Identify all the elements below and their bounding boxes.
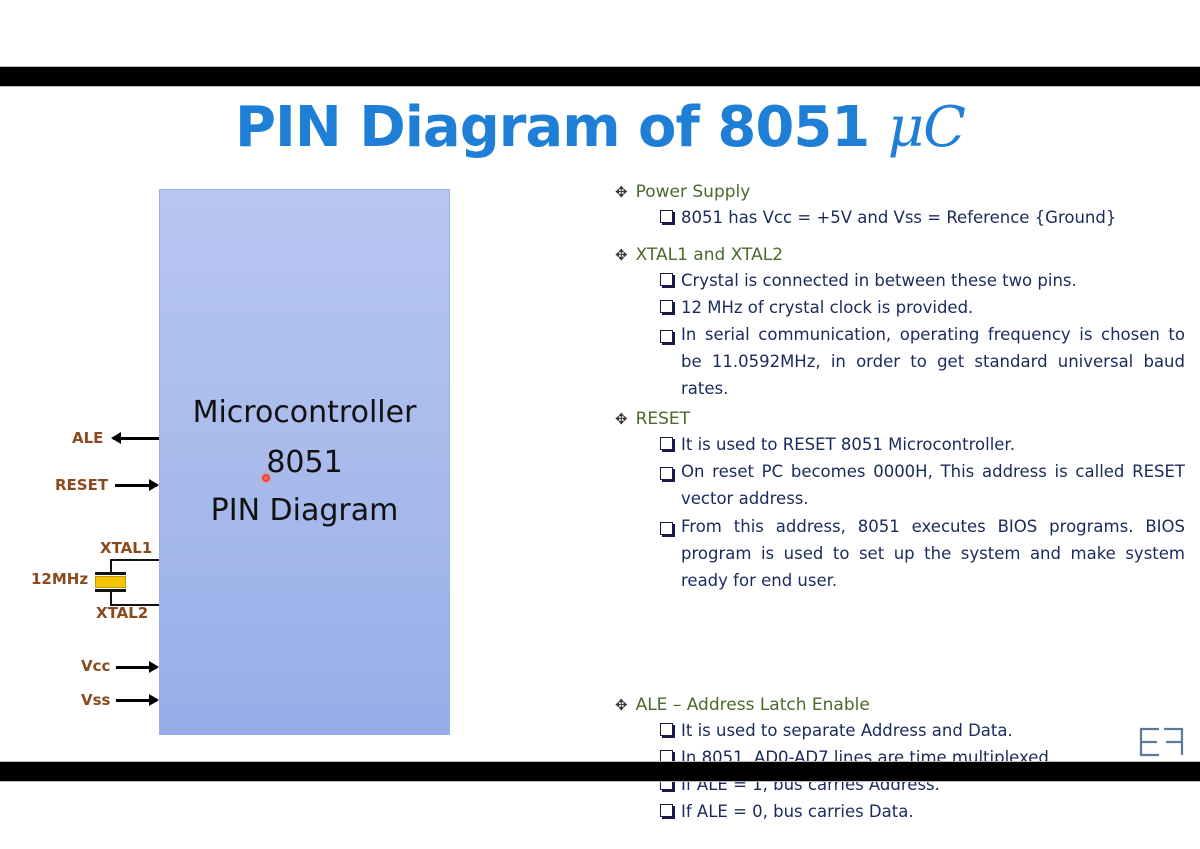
item-text: 12 MHz of crystal clock is provided. [681, 298, 974, 317]
crystal-plate-bottom [95, 589, 126, 592]
xtal2-wire [110, 604, 159, 606]
item-text: If ALE = 0, bus carries Data. [681, 802, 914, 821]
list-item: Crystal is connected in between these tw… [660, 267, 1185, 294]
list-item: It is used to RESET 8051 Microcontroller… [660, 431, 1185, 458]
microcontroller-block: Microcontroller 8051 PIN Diagram [159, 189, 450, 735]
item-text: Crystal is connected in between these tw… [681, 271, 1077, 290]
checkbox-square-icon [660, 330, 673, 343]
video-letterbox-bottom [0, 761, 1200, 782]
item-text: It is used to separate Address and Data. [681, 721, 1013, 740]
diamond-dots-icon: ✥ [615, 410, 628, 428]
checkbox-square-icon [660, 467, 673, 480]
checkbox-square-icon [660, 273, 673, 286]
crystal-plate-top [95, 572, 126, 575]
crystal-icon [95, 576, 126, 588]
heading-text: XTAL1 and XTAL2 [635, 245, 784, 265]
checkbox-square-icon [660, 723, 673, 736]
vcc-input-arrow-icon [116, 661, 159, 673]
list-item: From this address, 8051 executes BIOS pr… [660, 513, 1185, 594]
section-heading-ale: ✥ ALE – Address Latch Enable [615, 695, 870, 715]
checkbox-square-icon [660, 300, 673, 313]
heading-text: Power Supply [635, 182, 751, 202]
pin-label-ale: ALE [72, 429, 104, 447]
checkbox-square-icon [660, 804, 673, 817]
xtal2-wire-vertical [110, 591, 112, 605]
item-text: On reset PC becomes 0000H, This address … [681, 462, 1185, 508]
reset-input-arrow-icon [115, 479, 159, 491]
chip-label-line2: 8051 [266, 445, 343, 480]
pin-label-xtal2: XTAL2 [96, 604, 149, 622]
title-text: PIN Diagram of 8051 [235, 95, 888, 160]
xtal1-wire [110, 559, 159, 561]
list-item: In serial communication, operating frequ… [660, 321, 1185, 402]
section-heading-reset: ✥ RESET [615, 409, 690, 429]
diamond-dots-icon: ✥ [615, 246, 628, 264]
chip-label-line3: PIN Diagram [210, 493, 399, 528]
list-item: If ALE = 0, bus carries Data. [660, 798, 1185, 825]
list-item: It is used to separate Address and Data. [660, 717, 1185, 744]
list-item: On reset PC becomes 0000H, This address … [660, 458, 1185, 512]
item-text: 8051 has Vcc = +5V and Vss = Reference {… [681, 208, 1117, 227]
diamond-dots-icon: ✥ [615, 183, 628, 201]
slide: PIN Diagram of 8051 μC Microcontroller 8… [0, 87, 1200, 821]
checkbox-square-icon [660, 522, 673, 535]
xtal1-wire-vertical [110, 559, 112, 573]
pointer-cursor-icon [262, 474, 270, 482]
vss-input-arrow-icon [116, 694, 159, 706]
pin-label-reset: RESET [55, 476, 109, 494]
pin-label-vss: Vss [81, 691, 111, 709]
item-text: In serial communication, operating frequ… [681, 325, 1185, 398]
checkbox-square-icon [660, 210, 673, 223]
title-symbol: μC [887, 95, 966, 160]
crystal-frequency-label: 12MHz [31, 570, 89, 588]
checkbox-square-icon [660, 437, 673, 450]
diamond-dots-icon: ✥ [615, 696, 628, 714]
list-item: 8051 has Vcc = +5V and Vss = Reference {… [660, 204, 1185, 231]
item-text: It is used to RESET 8051 Microcontroller… [681, 435, 1015, 454]
ef-logo-icon [1139, 727, 1184, 757]
video-letterbox-top [0, 66, 1200, 87]
item-text: From this address, 8051 executes BIOS pr… [681, 517, 1185, 590]
slide-title: PIN Diagram of 8051 μC [0, 95, 1200, 160]
section-heading-xtal: ✥ XTAL1 and XTAL2 [615, 245, 783, 265]
ale-output-arrow-icon [111, 432, 159, 444]
heading-text: ALE – Address Latch Enable [635, 695, 870, 715]
chip-label-line1: Microcontroller [192, 395, 417, 430]
list-item: 12 MHz of crystal clock is provided. [660, 294, 1185, 321]
pin-label-vcc: Vcc [81, 657, 111, 675]
pin-label-xtal1: XTAL1 [100, 539, 153, 557]
section-heading-power-supply: ✥ Power Supply [615, 182, 750, 202]
heading-text: RESET [635, 409, 691, 429]
